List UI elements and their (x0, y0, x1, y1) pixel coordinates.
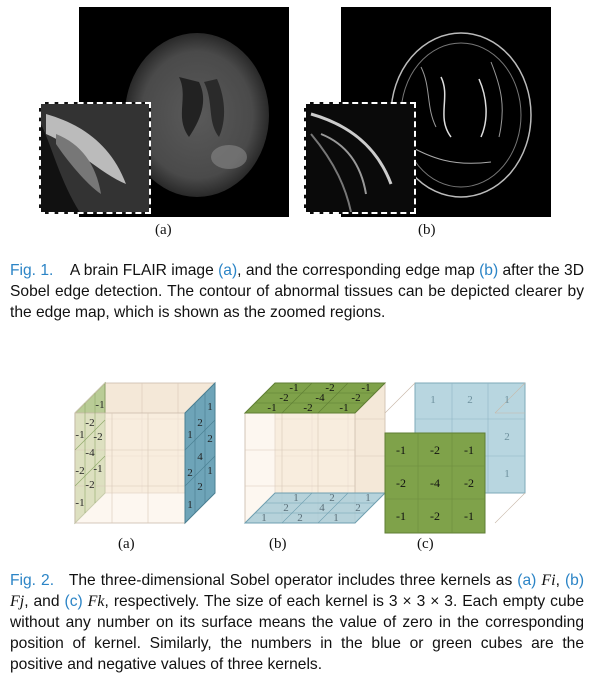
kernel-b-top-value: -2 (279, 392, 288, 404)
kernel-b-bottom-value: 2 (329, 492, 335, 504)
kernel-b-cube: -1 -2 -1 -2 -4 -2 -1 -2 -1 1 2 1 2 4 2 1… (243, 382, 387, 524)
kernel-a-blue-value: 1 (187, 429, 193, 441)
kernel-c-front-value: -2 (464, 476, 474, 490)
kernel-c-back-value: 1 (504, 468, 510, 480)
fig2-caption-text-1: The three-dimensional Sobel operator inc… (68, 572, 518, 589)
kernel-a-green-value: -1 (75, 429, 84, 441)
kernel-a-green-value: -2 (85, 417, 94, 429)
fig2-math-fj: Fj (10, 593, 25, 610)
fig2-ref-a: (a) (517, 572, 537, 589)
fig1-sublabel-a: (a) (155, 222, 172, 238)
kernel-b-top-value: -2 (351, 392, 360, 404)
kernel-c-front-value: -1 (464, 443, 474, 457)
kernel-b-top-value: -2 (303, 402, 312, 414)
fig1-ref-b: (b) (479, 262, 499, 279)
fig2-ref-b: (b) (564, 572, 585, 589)
fig1-caption-text-3: after the 3D Sobel edge detection. The c… (10, 262, 584, 321)
kernel-a-green-value: -2 (75, 465, 84, 477)
kernel-a-green-value: -4 (85, 447, 95, 459)
kernel-c-back-value: 1 (504, 394, 510, 406)
fig2-math-fk: Fk (87, 593, 105, 610)
kernel-c-front-value: -1 (464, 509, 474, 523)
kernel-b-top-value: -1 (339, 402, 348, 414)
kernel-b-bottom-value: 1 (261, 512, 267, 524)
kernel-b-bottom-value: 1 (293, 492, 299, 504)
fig2-ref-c: (c) (64, 593, 83, 610)
kernel-c-back-value: 1 (430, 394, 436, 406)
kernel-a-cube: -1 -2 -1 -2 -4 -2 -1 -2 -1 1 2 1 2 4 2 1… (74, 381, 216, 525)
flair-zoom-inset (39, 102, 151, 214)
kernel-b-bottom-value: 2 (297, 512, 303, 524)
fig2-caption: Fig. 2. The three-dimensional Sobel oper… (10, 572, 585, 673)
fig1-sublabel-b: (b) (418, 222, 436, 238)
kernel-c-front-value: -2 (396, 476, 406, 490)
kernel-a-blue-value: 4 (197, 451, 203, 463)
fig2-sublabel-c: (c) (417, 536, 434, 552)
fig1-ref-a: (a) (218, 262, 238, 279)
fig1-caption-text-2: , and the corresponding edge map (237, 262, 480, 279)
kernel-a-green-value: -1 (95, 399, 104, 411)
fig2-math-fi: Fi (541, 572, 556, 589)
fig2-caption-and: , and (24, 593, 65, 610)
kernel-b-top-value: -4 (315, 392, 325, 404)
kernel-a-blue-value: 2 (207, 433, 213, 445)
kernel-c-front-value: -2 (430, 443, 440, 457)
kernel-b-bottom-value: 2 (283, 502, 289, 514)
kernel-a-green-value: -2 (93, 431, 102, 443)
kernel-b-top-value: -1 (267, 402, 276, 414)
kernel-b-bottom-value: 1 (333, 512, 339, 524)
kernel-a-blue-value: 2 (187, 467, 193, 479)
fig2-diagram: -1 -2 -1 -2 -4 -2 -1 -2 -1 1 2 1 2 4 2 1… (60, 378, 540, 558)
kernel-a-blue-value: 2 (197, 481, 203, 493)
kernel-c-cube: 1 2 1 2 4 2 1 2 1 -1 -2 -1 -2 -4 (384, 382, 526, 534)
fig1-caption: Fig. 1. A brain FLAIR image (a), and the… (10, 260, 584, 323)
fig1-caption-label: Fig. 1. (10, 262, 54, 279)
fig2-sublabel-a: (a) (118, 536, 135, 552)
kernel-c-front-value: -1 (396, 509, 406, 523)
kernel-c-front-value: -4 (430, 476, 440, 490)
kernel-b-top-value: -1 (289, 382, 298, 394)
kernel-a-green-value: -1 (93, 463, 102, 475)
kernel-b-top-value: -1 (361, 382, 370, 394)
kernel-b-bottom-value: 4 (319, 502, 325, 514)
kernel-c-back-value: 2 (504, 431, 510, 443)
kernel-a-blue-value: 2 (197, 417, 203, 429)
kernel-b-bottom-value: 2 (355, 502, 361, 514)
edge-zoom-inset (304, 102, 416, 214)
kernel-c-front-value: -2 (430, 509, 440, 523)
kernel-b-top-value: -2 (325, 382, 334, 394)
kernel-b-bottom-value: 1 (365, 492, 371, 504)
kernel-c-front-value: -1 (396, 443, 406, 457)
kernel-a-green-value: -1 (75, 497, 84, 509)
fig2-sublabel-b: (b) (269, 536, 287, 552)
fig1-caption-text-1: A brain FLAIR image (69, 262, 219, 279)
kernel-a-green-value: -2 (85, 479, 94, 491)
kernel-a-blue-value: 1 (187, 499, 193, 511)
fig2-caption-text-2: , respectively. The size of each kernel … (10, 593, 585, 673)
brain-flair-image (125, 33, 269, 197)
kernel-a-blue-value: 1 (207, 465, 213, 477)
kernel-c-back-value: 2 (467, 394, 473, 406)
fig2-caption-label: Fig. 2. (10, 572, 55, 589)
kernel-a-blue-value: 1 (207, 401, 213, 413)
